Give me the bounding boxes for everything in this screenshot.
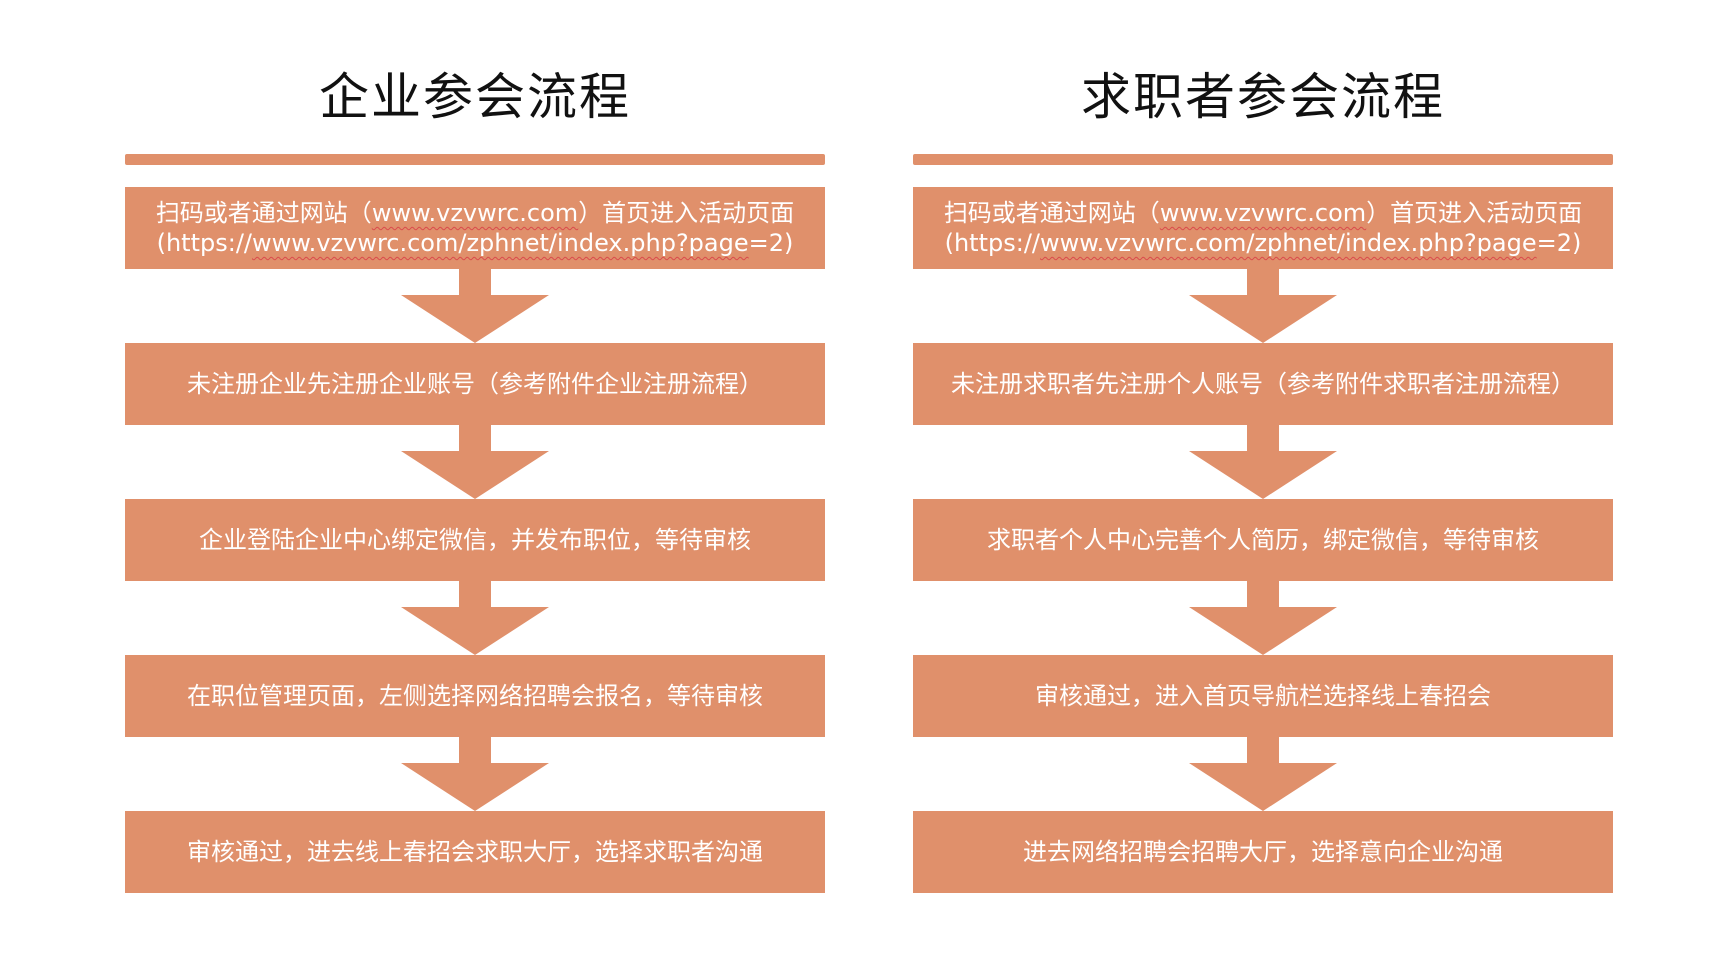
activity-page-link[interactable]: www.vzvwrc.com/zphnet/index.php?page (1040, 229, 1537, 257)
jobseeker-flow-title: 求职者参会流程 (1081, 68, 1445, 126)
step-1-line-1: 扫码或者通过网站（www.vzvwrc.com）首页进入活动页面 (943, 199, 1583, 227)
flow-arrow-down-icon (913, 581, 1613, 655)
flow-arrow-down-icon (913, 425, 1613, 499)
flow-arrow-down-icon (913, 269, 1613, 343)
enterprise-step-5: 审核通过，进去线上春招会求职大厅，选择求职者沟通 (125, 811, 825, 893)
jobseeker-step-2: 未注册求职者先注册个人账号（参考附件求职者注册流程） (913, 343, 1613, 425)
flow-arrow-down-icon (125, 581, 825, 655)
step-1-line-2: (https://www.vzvwrc.com/zphnet/index.php… (156, 229, 794, 257)
jobseeker-step-5: 进去网络招聘会招聘大厅，选择意向企业沟通 (913, 811, 1613, 893)
activity-page-link[interactable]: www.vzvwrc.com/zphnet/index.php?page (252, 229, 749, 257)
site-link[interactable]: www.vzvwrc.com (371, 199, 579, 227)
step-1-line-1: 扫码或者通过网站（www.vzvwrc.com）首页进入活动页面 (155, 199, 795, 227)
flow-arrow-down-icon (125, 425, 825, 499)
enterprise-step-4: 在职位管理页面，左侧选择网络招聘会报名，等待审核 (125, 655, 825, 737)
enterprise-step-1: 扫码或者通过网站（www.vzvwrc.com）首页进入活动页面 (https:… (125, 187, 825, 269)
title-divider (913, 154, 1613, 165)
jobseeker-step-4: 审核通过，进入首页导航栏选择线上春招会 (913, 655, 1613, 737)
flow-arrow-down-icon (913, 737, 1613, 811)
site-link[interactable]: www.vzvwrc.com (1159, 199, 1367, 227)
enterprise-flow-column: 企业参会流程 扫码或者通过网站（www.vzvwrc.com）首页进入活动页面 … (125, 0, 825, 964)
enterprise-step-2: 未注册企业先注册企业账号（参考附件企业注册流程） (125, 343, 825, 425)
title-divider (125, 154, 825, 165)
enterprise-flow-title: 企业参会流程 (319, 68, 631, 126)
jobseeker-step-3: 求职者个人中心完善个人简历，绑定微信，等待审核 (913, 499, 1613, 581)
jobseeker-flow-column: 求职者参会流程 扫码或者通过网站（www.vzvwrc.com）首页进入活动页面… (913, 0, 1613, 964)
step-1-line-2: (https://www.vzvwrc.com/zphnet/index.php… (944, 229, 1582, 257)
flow-arrow-down-icon (125, 737, 825, 811)
enterprise-step-3: 企业登陆企业中心绑定微信，并发布职位，等待审核 (125, 499, 825, 581)
flow-arrow-down-icon (125, 269, 825, 343)
jobseeker-step-1: 扫码或者通过网站（www.vzvwrc.com）首页进入活动页面 (https:… (913, 187, 1613, 269)
